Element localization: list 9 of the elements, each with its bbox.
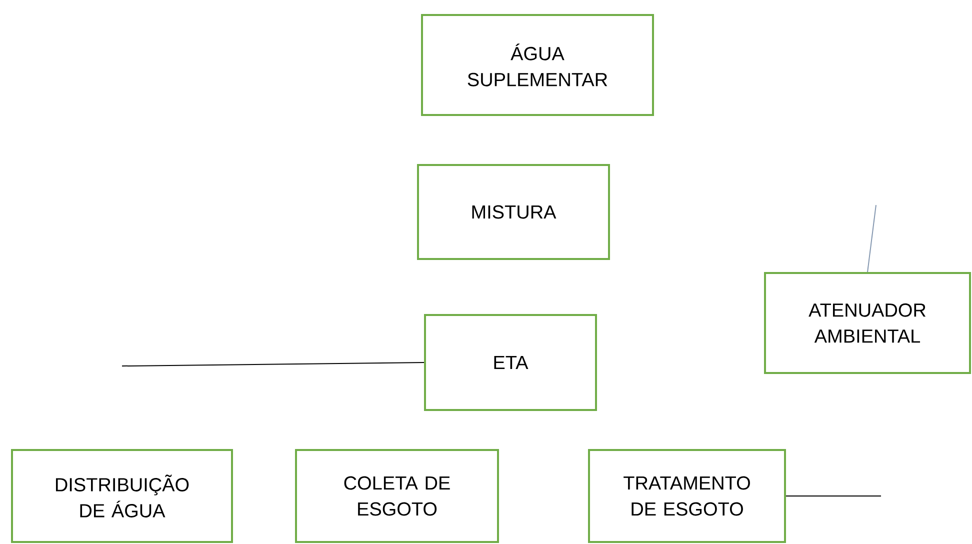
- process-box: ÁGUA SUPLEMENTAR: [421, 14, 654, 116]
- process-box: ETA: [424, 314, 597, 411]
- process-box: TRATAMENTO DE ESGOTO: [588, 449, 786, 543]
- process-box: MISTURA: [417, 164, 610, 260]
- line: [867, 204, 876, 272]
- process-box: COLETA DE ESGOTO: [295, 449, 499, 543]
- process-box: ATENUADOR AMBIENTAL: [764, 272, 971, 374]
- process-box: DISTRIBUIÇÃO DE ÁGUA: [11, 449, 233, 543]
- line: [122, 362, 424, 366]
